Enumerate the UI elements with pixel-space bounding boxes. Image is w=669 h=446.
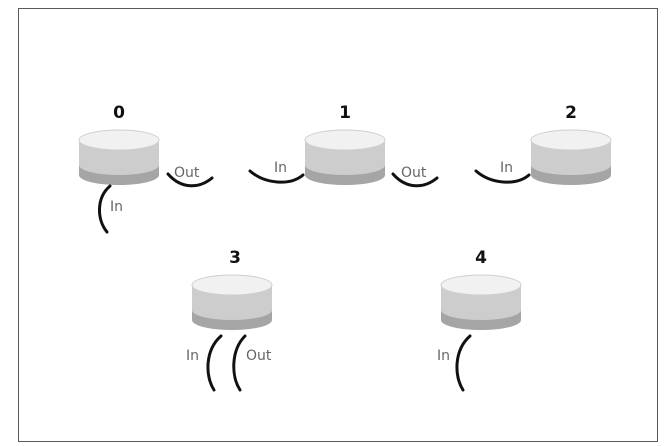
device-0-out-cable bbox=[166, 172, 214, 188]
diagram-frame bbox=[18, 8, 658, 442]
device-1-number: 1 bbox=[339, 103, 351, 123]
device-2-in-cable bbox=[474, 169, 531, 184]
device-1-in-label: In bbox=[274, 160, 287, 176]
device-0-in-cable bbox=[98, 184, 112, 234]
device-2: 2 In bbox=[474, 103, 612, 186]
device-3-in-label: In bbox=[186, 348, 199, 364]
device-4-in-cable bbox=[455, 334, 472, 392]
device-3: 3 In Out bbox=[186, 248, 273, 392]
device-0-in-label: In bbox=[110, 199, 123, 215]
device-4: 4 In bbox=[437, 248, 522, 392]
device-3-in-cable bbox=[206, 334, 223, 392]
device-0: 0 Out In bbox=[78, 103, 214, 234]
device-0-number: 0 bbox=[113, 103, 125, 123]
device-4-cylinder bbox=[440, 274, 522, 331]
device-1-cylinder bbox=[304, 129, 386, 186]
device-1: 1 In Out bbox=[248, 103, 439, 188]
device-1-in-cable bbox=[248, 169, 305, 184]
device-0-out-label: Out bbox=[174, 165, 200, 181]
device-2-in-label: In bbox=[500, 160, 513, 176]
device-3-cylinder bbox=[191, 274, 273, 331]
device-3-number: 3 bbox=[229, 248, 241, 268]
device-1-out-cable bbox=[391, 172, 439, 188]
device-2-cylinder bbox=[530, 129, 612, 186]
device-2-number: 2 bbox=[565, 103, 577, 123]
device-3-out-label: Out bbox=[246, 348, 272, 364]
device-0-cylinder bbox=[78, 129, 160, 186]
device-4-number: 4 bbox=[475, 248, 487, 268]
device-1-out-label: Out bbox=[401, 165, 427, 181]
device-4-in-label: In bbox=[437, 348, 450, 364]
device-3-out-cable bbox=[232, 334, 247, 392]
